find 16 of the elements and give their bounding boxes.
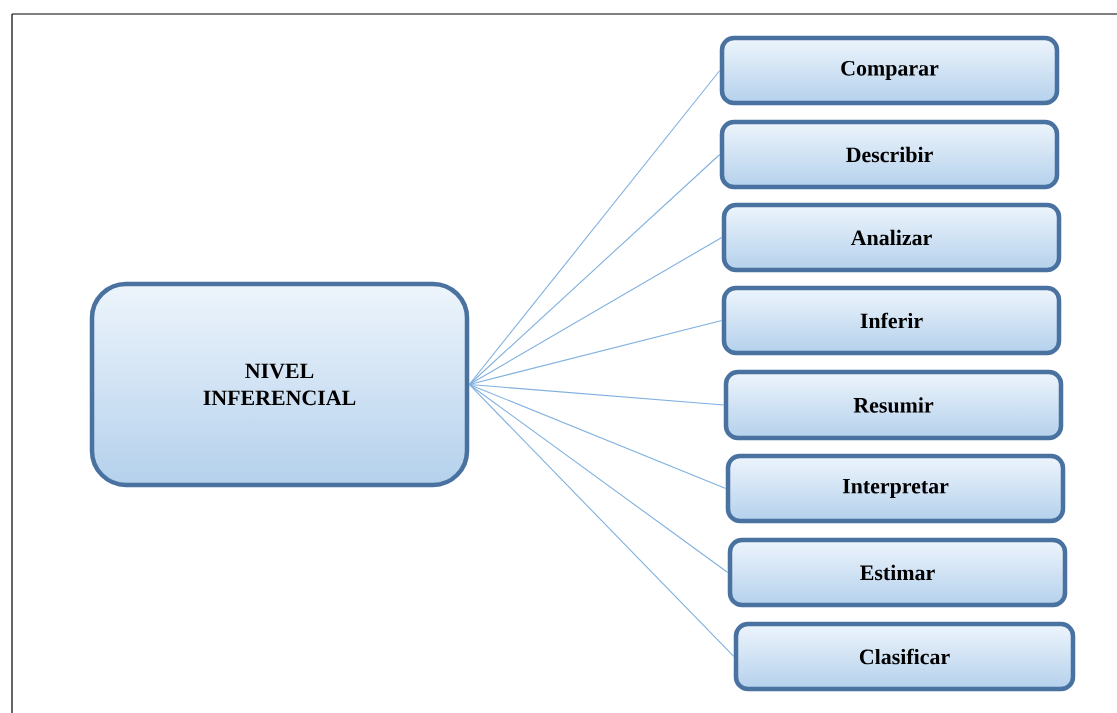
- term-box: Estimar: [727, 537, 1068, 608]
- connector-line: [468, 153, 721, 386]
- term-box: Interpretar: [725, 453, 1066, 524]
- concept-box: NIVEL INFERENCIAL: [89, 281, 470, 488]
- term-box: Resumir: [723, 369, 1064, 441]
- term-box: Comparar: [719, 35, 1060, 106]
- term-box: Clasificar: [733, 621, 1076, 692]
- term-box: Analizar: [721, 202, 1062, 273]
- connector-line: [468, 383, 727, 490]
- connector-line: [468, 383, 729, 574]
- term-box: Inferir: [721, 285, 1062, 356]
- connector-line: [468, 383, 725, 406]
- connector-line: [468, 236, 723, 386]
- connector-line: [468, 383, 735, 658]
- connector-line: [468, 319, 723, 386]
- term-box: Describir: [719, 119, 1060, 190]
